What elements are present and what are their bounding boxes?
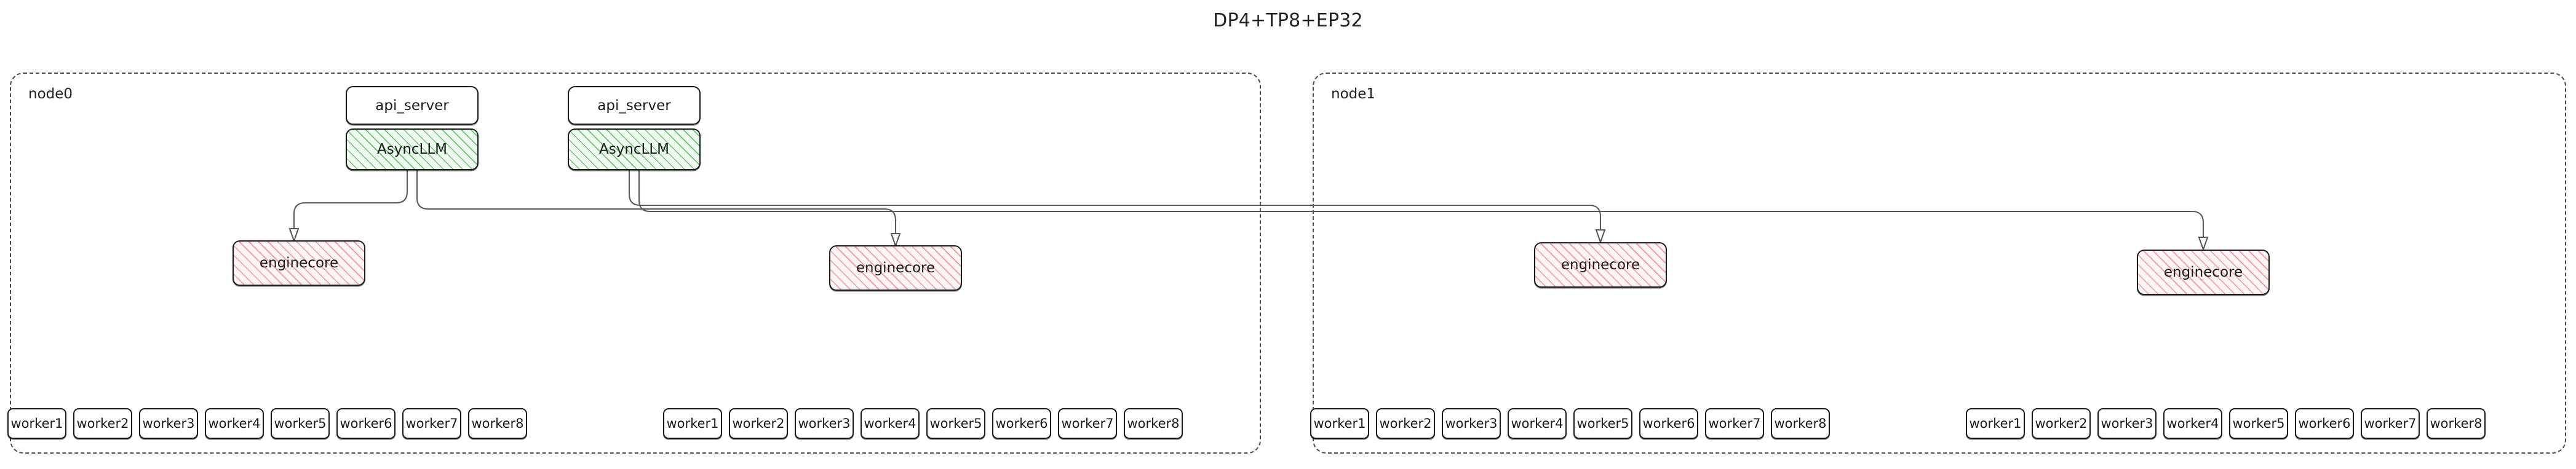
- worker-box[interactable]: worker1: [1310, 408, 1369, 439]
- worker-box[interactable]: worker5: [1573, 408, 1632, 439]
- node-container-node1: [1313, 73, 2566, 454]
- api-server-box[interactable]: api_server: [346, 86, 479, 125]
- worker-box[interactable]: worker1: [663, 408, 722, 439]
- asyncllm-box[interactable]: AsyncLLM: [568, 128, 701, 170]
- worker-box[interactable]: worker6: [992, 408, 1051, 439]
- worker-box[interactable]: worker2: [2032, 408, 2091, 439]
- worker-box[interactable]: worker2: [729, 408, 788, 439]
- worker-box[interactable]: worker5: [2229, 408, 2288, 439]
- worker-box[interactable]: worker8: [1124, 408, 1183, 439]
- worker-box[interactable]: worker1: [7, 408, 66, 439]
- enginecore-box[interactable]: enginecore: [233, 240, 365, 286]
- worker-box[interactable]: worker5: [926, 408, 985, 439]
- worker-box[interactable]: worker2: [1376, 408, 1435, 439]
- worker-box[interactable]: worker3: [1442, 408, 1501, 439]
- worker-box[interactable]: worker8: [468, 408, 527, 439]
- worker-box[interactable]: worker8: [1771, 408, 1830, 439]
- worker-box[interactable]: worker7: [402, 408, 461, 439]
- worker-box[interactable]: worker7: [2361, 408, 2420, 439]
- worker-box[interactable]: worker4: [1508, 408, 1567, 439]
- worker-box[interactable]: worker4: [861, 408, 920, 439]
- worker-box[interactable]: worker3: [2097, 408, 2157, 439]
- asyncllm-box[interactable]: AsyncLLM: [346, 128, 479, 170]
- worker-box[interactable]: worker1: [1966, 408, 2025, 439]
- worker-box[interactable]: worker6: [336, 408, 396, 439]
- worker-box[interactable]: worker7: [1058, 408, 1117, 439]
- enginecore-box[interactable]: enginecore: [1534, 242, 1667, 288]
- worker-box[interactable]: worker6: [1639, 408, 1698, 439]
- enginecore-box[interactable]: enginecore: [2137, 250, 2270, 295]
- worker-box[interactable]: worker3: [795, 408, 854, 439]
- worker-box[interactable]: worker7: [1705, 408, 1764, 439]
- worker-box[interactable]: worker5: [271, 408, 330, 439]
- worker-box[interactable]: worker6: [2295, 408, 2354, 439]
- page-title: DP4+TP8+EP32: [1213, 10, 1363, 31]
- node-label-node1: node1: [1331, 86, 1376, 102]
- enginecore-box[interactable]: enginecore: [829, 245, 962, 291]
- node-label-node0: node0: [28, 86, 73, 102]
- worker-box[interactable]: worker4: [205, 408, 264, 439]
- node-container-node0: [10, 73, 1261, 454]
- worker-box[interactable]: worker4: [2163, 408, 2222, 439]
- api-server-box[interactable]: api_server: [568, 86, 701, 125]
- worker-box[interactable]: worker8: [2427, 408, 2486, 439]
- worker-box[interactable]: worker3: [139, 408, 198, 439]
- worker-box[interactable]: worker2: [73, 408, 132, 439]
